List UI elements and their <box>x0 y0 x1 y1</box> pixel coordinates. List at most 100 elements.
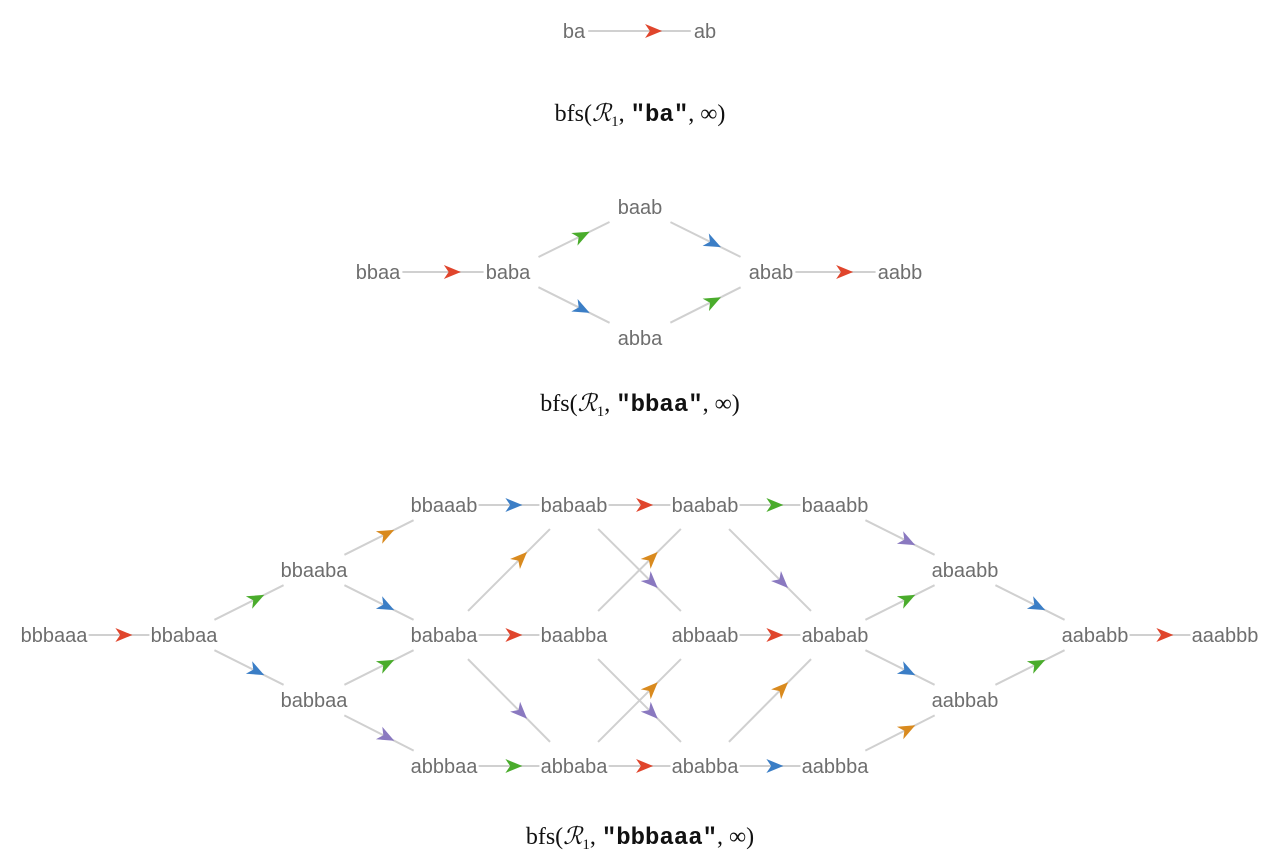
caption-bbbaaa: bfs(ℛ1, "bbbaaa", ∞) <box>526 824 754 853</box>
arrowhead-orange <box>640 551 658 569</box>
node-bbaaba: bbaaba <box>281 560 349 582</box>
node-bbabaa: bbabaa <box>151 625 219 647</box>
edge-bababa-babaab <box>467 528 551 612</box>
caption-prefix: bfs( <box>540 391 577 417</box>
caption-ba: bfs(ℛ1, "ba", ∞) <box>555 101 726 130</box>
caption-bbaa: bfs(ℛ1, "bbaa", ∞) <box>540 391 740 420</box>
caption-subscript: 1 <box>582 837 590 853</box>
caption-rule: ℛ <box>578 391 599 417</box>
edge-babbaa-abbbaa <box>343 714 415 752</box>
arrowhead-purple <box>896 531 916 546</box>
arrowhead-purple <box>640 571 658 589</box>
arrowhead-red <box>443 265 461 279</box>
edges <box>88 504 1191 767</box>
arrowhead-green <box>571 231 590 246</box>
arrowhead-blue <box>766 759 784 773</box>
node-babaab: babaab <box>541 495 608 517</box>
node-bbbaaa: bbbaaa <box>21 625 89 647</box>
arrowhead-purple <box>375 726 395 741</box>
node-aabbab: aabbab <box>932 690 999 712</box>
edge-bbabaa-babbaa <box>213 649 285 686</box>
arrowhead-orange <box>510 551 528 569</box>
node-bababa: bababa <box>411 625 479 647</box>
arrowhead-orange <box>896 725 916 740</box>
node-abba: abba <box>618 328 663 350</box>
node-aabbba: aabbba <box>802 756 870 778</box>
arrowhead-green <box>1026 659 1046 674</box>
arrowheads <box>443 231 854 313</box>
edge-baabba-baabab <box>597 528 682 612</box>
arrowhead-orange <box>640 682 658 700</box>
node-abbaab: abbaab <box>672 625 739 647</box>
edge-ababab-abaabb <box>864 584 936 621</box>
arrowheads <box>645 24 663 38</box>
node-abbaba: abbaba <box>541 756 609 778</box>
node-baab: baab <box>618 197 663 219</box>
arrowhead-green <box>896 594 916 609</box>
edge-bbabaa-bbaaba <box>213 584 285 621</box>
node-baaabb: baaabb <box>802 495 869 517</box>
arrowhead-green <box>702 297 721 312</box>
arrowhead-red <box>645 24 663 38</box>
arrowhead-purple <box>510 701 528 719</box>
edge-abaabb-aababb <box>994 584 1066 621</box>
caption-suffix: , ∞) <box>688 101 725 127</box>
node-bbaa: bbaa <box>356 262 401 284</box>
arrowhead-blue <box>702 233 721 248</box>
edge-bbaaba-bbaaab <box>343 519 415 556</box>
arrowhead-red <box>636 759 654 773</box>
edge-abbaba-abbaab <box>597 658 682 743</box>
caption-mid: , <box>604 391 616 417</box>
caption-rule: ℛ <box>563 824 584 850</box>
edge-baabab-ababab <box>728 528 812 612</box>
node-aababb: aababb <box>1062 625 1129 647</box>
node-baabba: baabba <box>541 625 609 647</box>
edge-aabbba-aabbab <box>864 714 936 752</box>
node-ababab: ababab <box>802 625 869 647</box>
arrowhead-blue <box>896 661 916 676</box>
caption-arg: "bbbaaa" <box>602 825 717 852</box>
arrowhead-blue <box>375 596 395 611</box>
edges <box>402 221 876 324</box>
edge-baba-baab <box>538 221 610 258</box>
edge-bbaaba-bababa <box>343 584 415 621</box>
arrowhead-blue <box>245 661 265 676</box>
arrowhead-blue <box>571 298 590 313</box>
arrowhead-orange <box>375 529 395 544</box>
arrowhead-green <box>375 659 395 674</box>
arrowhead-purple <box>640 701 658 719</box>
edge-bababa-abbaba <box>467 658 551 743</box>
node-abaabb: abaabb <box>932 560 999 582</box>
node-baabab: baabab <box>672 495 739 517</box>
node-ababba: ababba <box>672 756 740 778</box>
edge-babbaa-bababa <box>343 649 415 686</box>
arrowhead-green <box>245 594 265 609</box>
arrowhead-orange <box>771 682 789 700</box>
edge-baab-abab <box>670 221 741 258</box>
edge-abba-abab <box>669 286 742 324</box>
edge-baaabb-abaabb <box>864 519 936 556</box>
arrowhead-red <box>505 628 523 642</box>
arrowhead-green <box>505 759 523 773</box>
node-abab: abab <box>749 262 794 284</box>
arrowhead-red <box>115 628 133 642</box>
arrowhead-purple <box>771 571 789 589</box>
node-bbaaab: bbaaab <box>411 495 478 517</box>
caption-prefix: bfs( <box>555 101 592 127</box>
node-baba: baba <box>486 262 531 284</box>
arrowhead-blue <box>1026 596 1046 611</box>
caption-mid: , <box>619 101 631 127</box>
caption-mid: , <box>590 824 602 850</box>
edge-baba-abba <box>537 286 611 324</box>
caption-prefix: bfs( <box>526 824 563 850</box>
caption-arg: "bbaa" <box>616 392 702 419</box>
node-babbaa: babbaa <box>281 690 349 712</box>
arrowhead-green <box>766 498 784 512</box>
arrowhead-blue <box>505 498 523 512</box>
edge-ababab-aabbab <box>864 649 936 686</box>
